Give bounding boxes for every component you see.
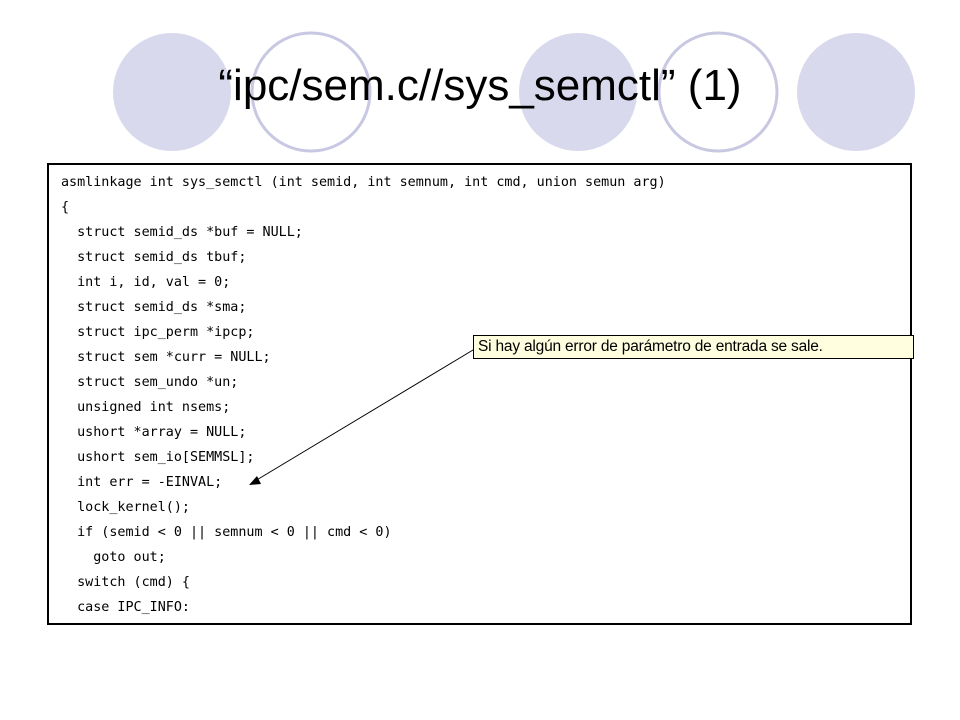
decor-circle-1 xyxy=(113,33,231,151)
decor-circle-5 xyxy=(797,33,915,151)
code-line: struct semid_ds *sma; xyxy=(61,300,247,315)
code-line: int i, id, val = 0; xyxy=(61,275,231,290)
decor-circle-3 xyxy=(519,33,637,151)
decor-circle-4 xyxy=(657,31,779,153)
decor-circle-2 xyxy=(250,31,372,153)
code-block: asmlinkage int sys_semctl (int semid, in… xyxy=(47,163,912,625)
code-line: unsigned int nsems; xyxy=(61,400,231,415)
code-line: asmlinkage int sys_semctl (int semid, in… xyxy=(61,175,666,190)
code-line: switch (cmd) { xyxy=(61,575,190,590)
code-line: ushort *array = NULL; xyxy=(61,425,247,440)
code-line: lock_kernel(); xyxy=(61,500,190,515)
code-line: if (semid < 0 || semnum < 0 || cmd < 0) xyxy=(61,525,392,540)
code-line: int err = -EINVAL; xyxy=(61,475,223,490)
code-line: ushort sem_io[SEMMSL]; xyxy=(61,450,255,465)
code-line: struct semid_ds *buf = NULL; xyxy=(61,225,303,240)
code-line: struct semid_ds tbuf; xyxy=(61,250,247,265)
code-line: case IPC_INFO: xyxy=(61,600,190,615)
code-line: struct sem_undo *un; xyxy=(61,375,239,390)
slide-title: “ipc/sem.c//sys_semctl” (1) xyxy=(218,61,742,110)
code-line: goto out; xyxy=(61,550,166,565)
error-callout: Si hay algún error de parámetro de entra… xyxy=(473,335,914,359)
code-line: { xyxy=(61,200,70,215)
code-line: struct ipc_perm *ipcp; xyxy=(61,325,255,340)
decorative-circles xyxy=(113,31,915,153)
